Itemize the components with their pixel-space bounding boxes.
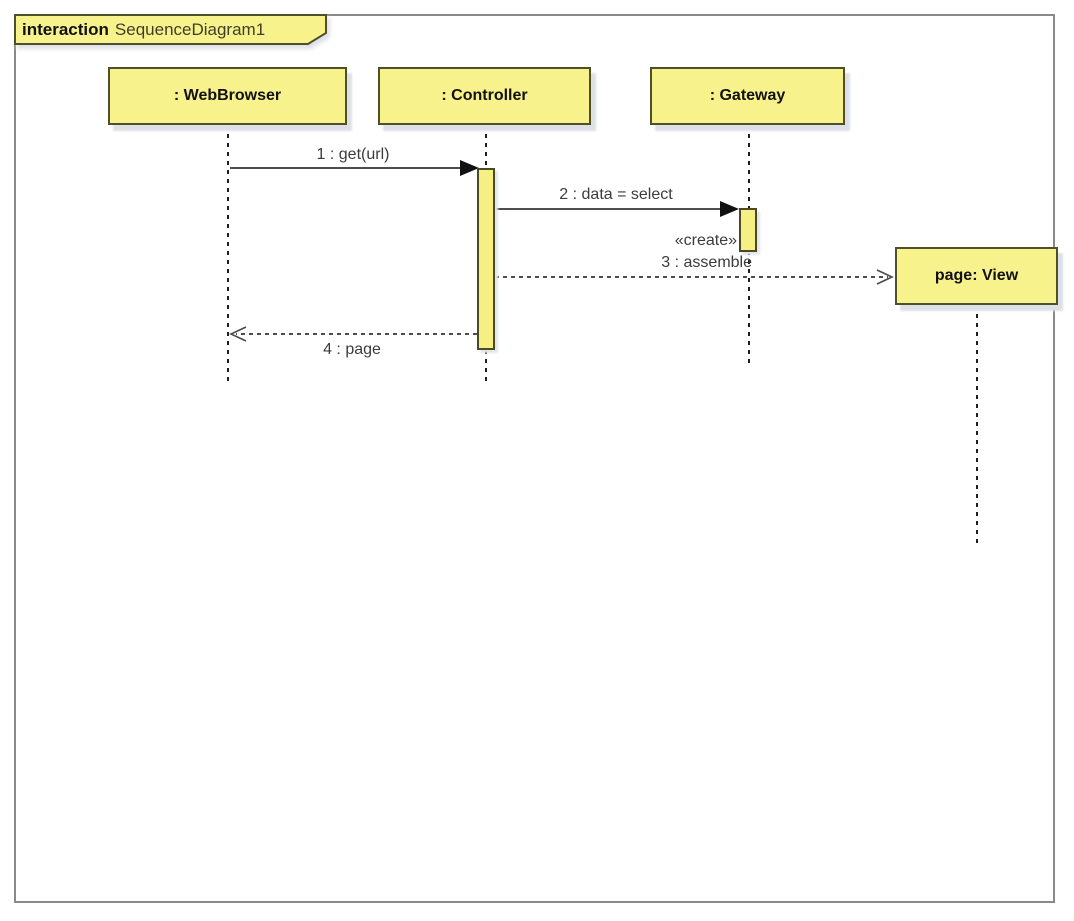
frame-name: SequenceDiagram1 — [114, 20, 266, 39]
message-3-label[interactable]: 3 : assemble — [661, 254, 752, 271]
frame-tab-pentagon — [14, 14, 327, 45]
frame-keyword: interaction — [22, 20, 109, 39]
activation-bar-controller[interactable] — [477, 168, 495, 350]
frame-label[interactable]: interaction SequenceDiagram1 — [22, 19, 265, 41]
lifeline-label-gateway: : Gateway — [709, 87, 786, 104]
frame-tab-shape — [14, 14, 327, 45]
message-2-label[interactable]: 2 : data = select — [559, 186, 673, 203]
message-4-label[interactable]: 4 : page — [323, 341, 381, 358]
message-1-label[interactable]: 1 : get(url) — [316, 146, 390, 163]
activation-bar-gateway[interactable] — [739, 208, 757, 252]
lifeline-label-page-view: page: View — [934, 267, 1019, 284]
lifeline-label-webbrowser: : WebBrowser — [173, 87, 282, 104]
interaction-frame — [14, 14, 1055, 903]
message-3-stereotype[interactable]: «create» — [674, 232, 737, 249]
lifeline-head-controller[interactable]: : Controller — [378, 67, 591, 125]
lifeline-head-gateway[interactable]: : Gateway — [650, 67, 845, 125]
lifeline-label-controller: : Controller — [441, 87, 528, 104]
lifeline-head-page-view[interactable]: page: View — [895, 247, 1058, 305]
lifeline-head-webbrowser[interactable]: : WebBrowser — [108, 67, 347, 125]
